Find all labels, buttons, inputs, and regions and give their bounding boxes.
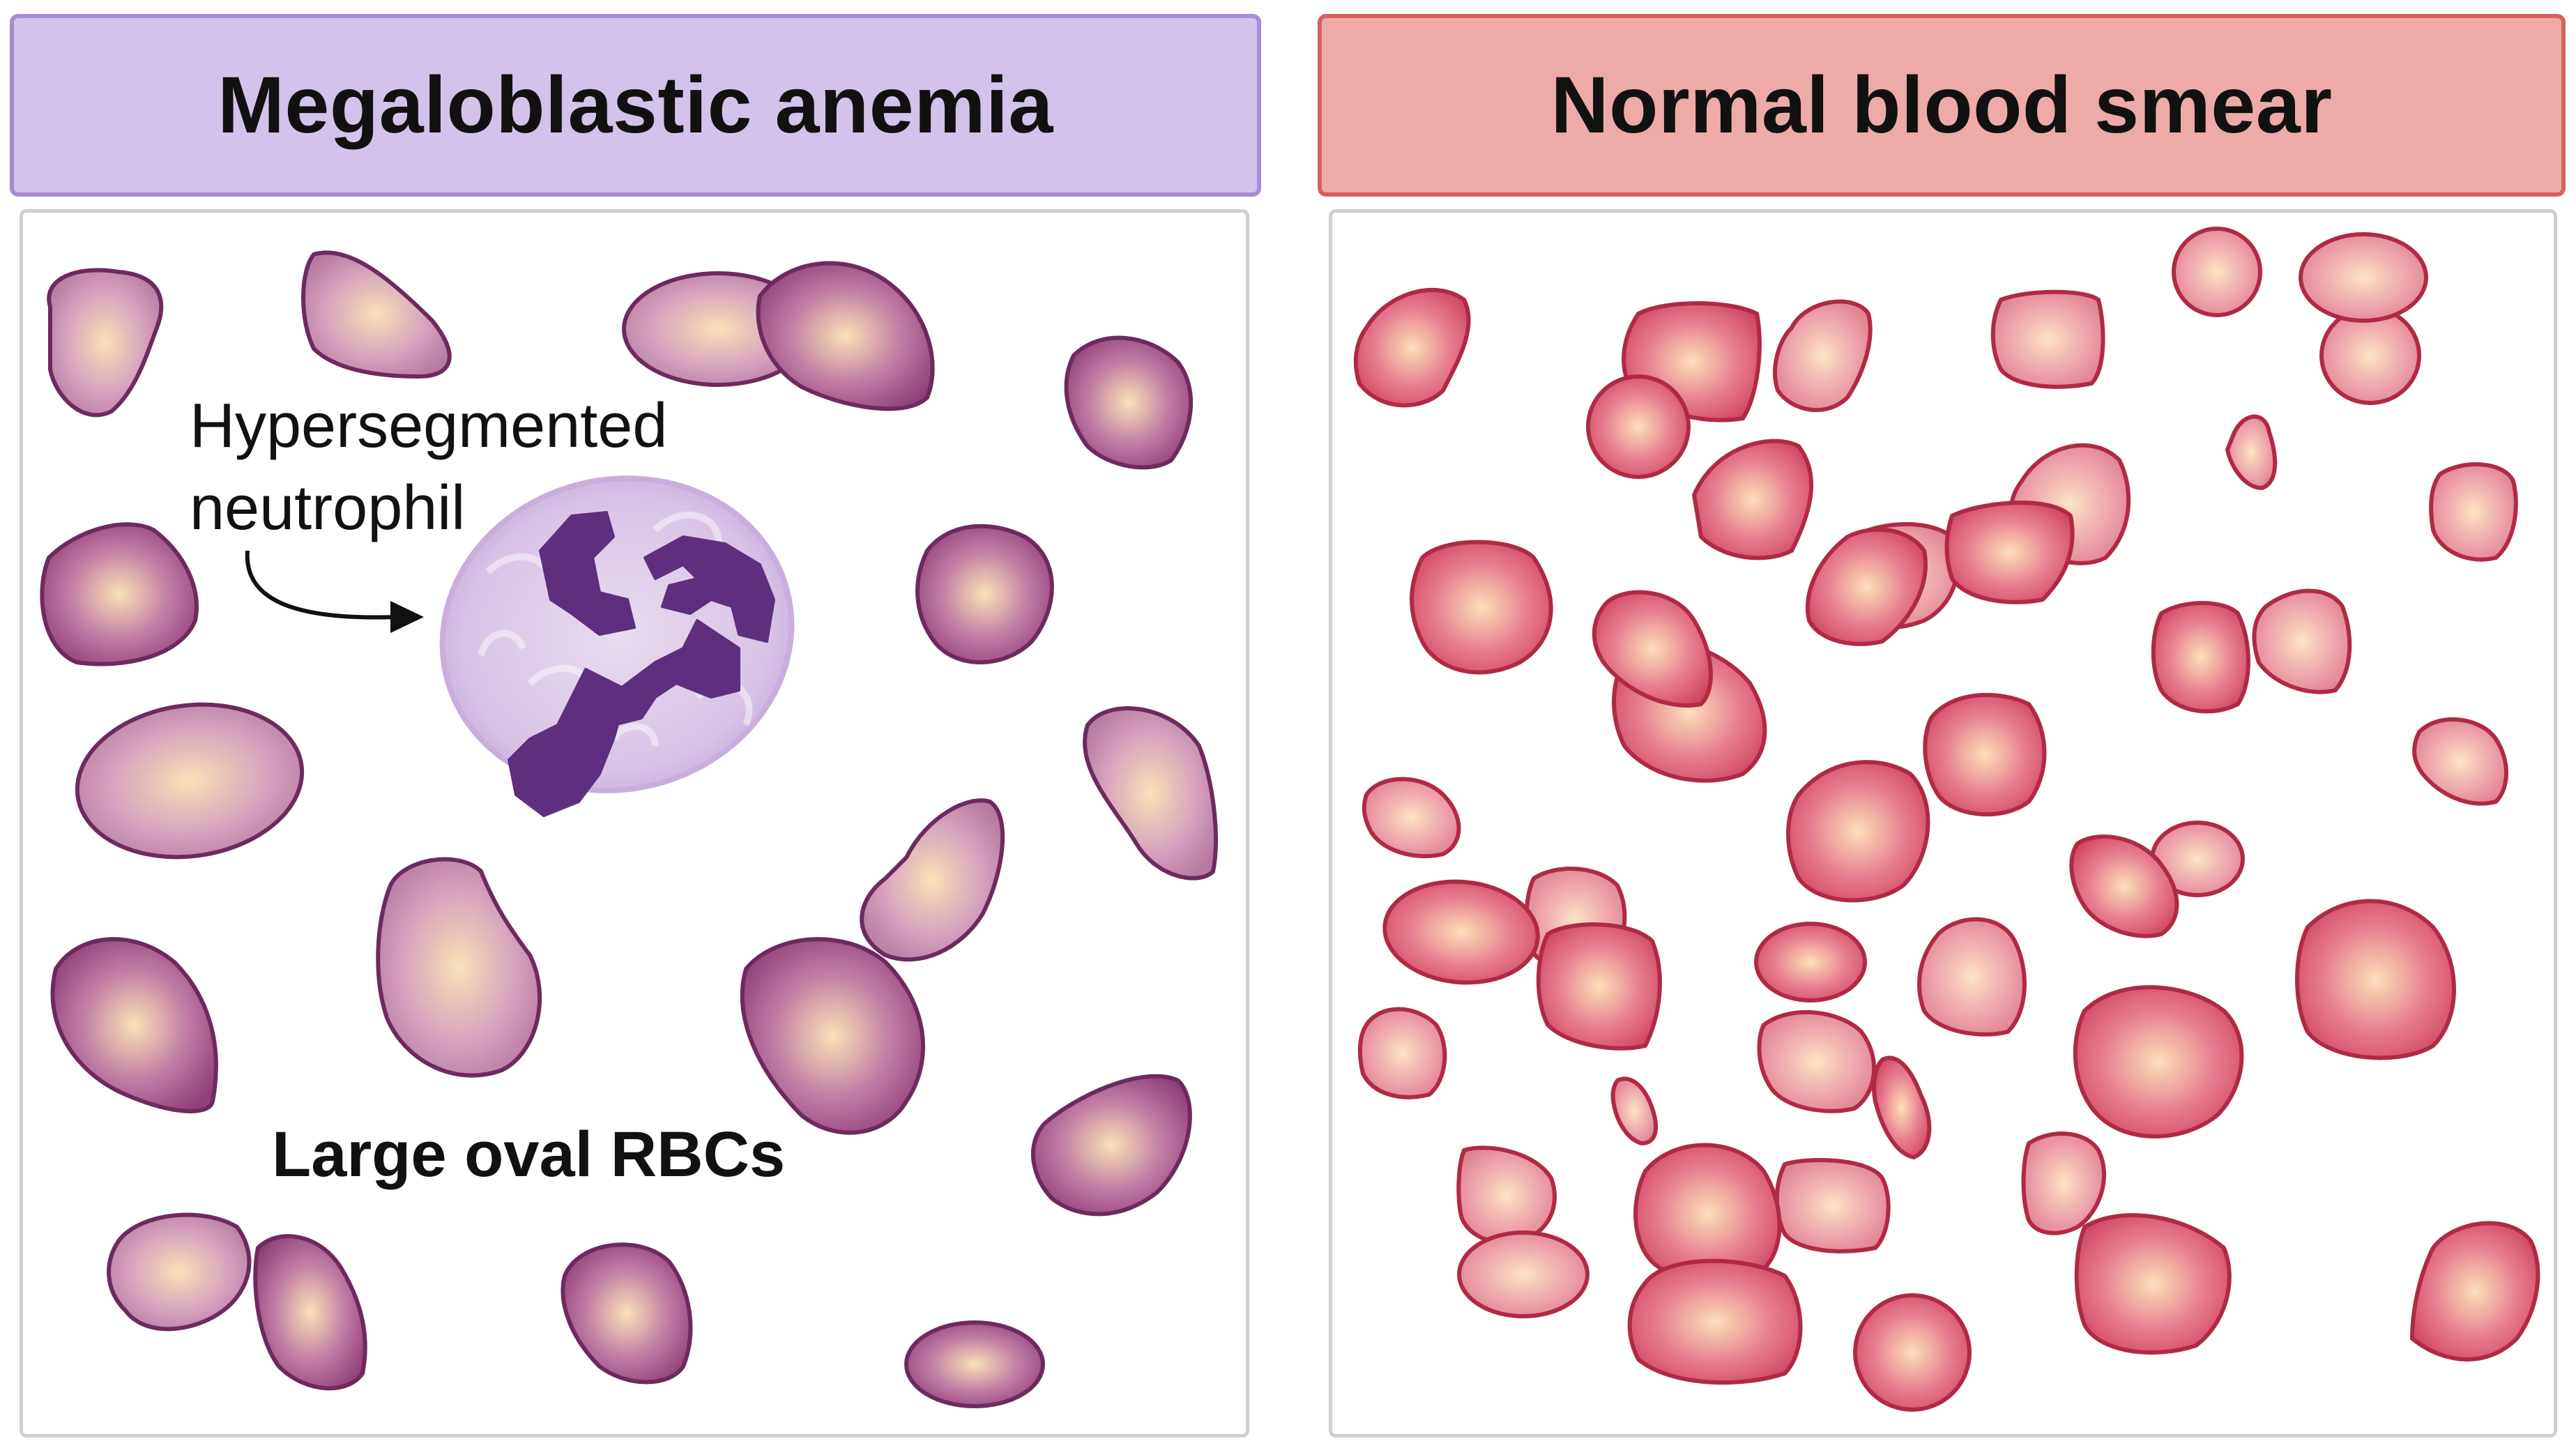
rbc (860, 798, 1005, 962)
rbc (1853, 1293, 1972, 1412)
rbc (1916, 917, 2027, 1037)
rbc (50, 937, 218, 1113)
nucleus-lobe (598, 619, 740, 726)
rbc (2299, 232, 2428, 323)
large-oval-rbcs-label: Large oval RBCs (272, 1119, 786, 1190)
rbc (1805, 527, 1928, 646)
rbc (2073, 985, 2244, 1138)
rbc (740, 937, 925, 1135)
rbc (1410, 540, 1553, 675)
rbc (75, 702, 305, 860)
nucleus-lobe (539, 511, 636, 636)
rbc (1592, 590, 1713, 708)
rbc (1586, 374, 1691, 479)
right-panel-title: Normal blood smear (1550, 61, 2333, 150)
rbc (1382, 879, 1540, 985)
rbc (2409, 1221, 2540, 1362)
rbc (904, 1320, 1045, 1408)
rbc (1774, 1158, 1891, 1253)
rbc (1357, 1007, 1447, 1099)
nucleus-lobe (643, 535, 775, 643)
rbc (40, 522, 199, 666)
normal-rbc-group (1353, 227, 2540, 1412)
rbc (1872, 1055, 1932, 1160)
rbc (376, 857, 542, 1078)
rbc (1083, 706, 1218, 881)
rbc (1456, 1145, 1557, 1245)
rbc (1944, 501, 2075, 604)
rbc (2252, 588, 2352, 694)
neutrophil-icon (439, 475, 795, 817)
neutrophil-label-line2: neutrophil (190, 473, 466, 543)
rbc (1064, 335, 1194, 470)
rbc (561, 1242, 693, 1385)
rbc (1691, 439, 1814, 561)
rbc (1773, 299, 1873, 413)
neutrophil-label: Hypersegmented neutrophil (190, 385, 667, 549)
rbc (301, 250, 452, 379)
right-panel-header: Normal blood smear (1318, 14, 2566, 197)
rbc (1610, 1076, 1658, 1146)
rbc (1754, 922, 1867, 1003)
rbc (2069, 834, 2179, 938)
rbc (2295, 899, 2456, 1060)
rbc (2412, 717, 2508, 806)
nucleus-lobe (508, 668, 629, 817)
rbc (107, 1212, 252, 1332)
rbc (47, 268, 164, 418)
rbc (2225, 414, 2278, 491)
rbc (1923, 692, 2047, 817)
rbc (1786, 760, 1930, 903)
rbc (253, 1234, 367, 1391)
rbc (1362, 777, 1461, 858)
rbc (2021, 1131, 2106, 1235)
rbc (756, 261, 935, 411)
neutrophil-label-line1: Hypersegmented (190, 391, 668, 461)
rbc (2172, 227, 2262, 317)
rbc (2074, 1213, 2232, 1355)
rbc (1353, 288, 1471, 408)
left-panel-title: Megaloblastic anemia (218, 61, 1053, 150)
left-panel-header: Megaloblastic anemia (10, 14, 1261, 197)
rbc (1457, 1230, 1590, 1318)
rbc (1536, 922, 1662, 1051)
arrow-icon (245, 550, 424, 633)
rbc (2429, 462, 2518, 562)
rbc (915, 524, 1054, 664)
rbc (1627, 1258, 1803, 1385)
rbc (1757, 1009, 1877, 1113)
rbc (1030, 1074, 1192, 1217)
megaloblastic-rbc-group (40, 250, 1218, 1408)
rbc (2151, 601, 2250, 714)
rbc (1990, 289, 2105, 389)
